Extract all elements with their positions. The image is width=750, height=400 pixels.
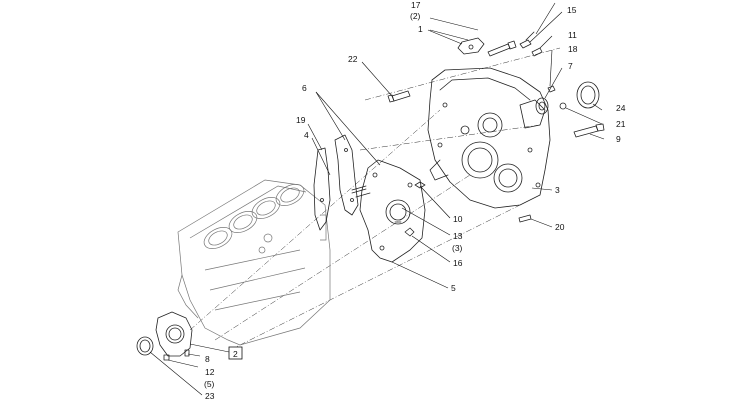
cover-plate	[457, 37, 485, 55]
callout-13-qty: (3)	[452, 243, 463, 253]
callout-box-2	[228, 346, 243, 360]
engine-block	[177, 179, 331, 346]
bolt-17	[487, 40, 517, 57]
bolt-15	[519, 31, 535, 49]
callout-6: 6	[302, 83, 307, 93]
bolts-8-12	[163, 349, 190, 361]
callout-4: 4	[304, 130, 309, 140]
callout-11: 11	[568, 30, 577, 40]
callout-12-qty: (5)	[204, 379, 215, 389]
seal-23	[136, 336, 154, 356]
callout-8: 8	[205, 354, 210, 364]
bolt-11	[531, 47, 543, 57]
callout-13: 13	[453, 231, 463, 241]
callout-9: 9	[616, 134, 621, 144]
callout-22: 22	[348, 54, 358, 64]
callout-labels: 17 (2) 15 1 11 18 22 7 24 21 9 6 19 4 3 …	[204, 0, 626, 400]
callout-7: 7	[568, 61, 573, 71]
rear-gear-housing	[427, 67, 551, 209]
bolt-9	[573, 123, 605, 138]
callout-18: 18	[568, 44, 578, 54]
callout-17-qty: (2)	[410, 11, 421, 21]
callout-24: 24	[616, 103, 626, 113]
bolt-20	[518, 214, 532, 223]
callout-15: 15	[567, 5, 577, 15]
callout-21: 21	[616, 119, 626, 129]
washer-21	[559, 102, 567, 110]
rear-plate	[359, 159, 426, 263]
callout-2: 2	[233, 349, 238, 359]
callout-19: 19	[296, 115, 306, 125]
callout-12: 12	[205, 367, 215, 377]
alignment-axes	[189, 47, 561, 351]
crankshaft-rear-seal	[576, 81, 600, 109]
callout-16: 16	[453, 258, 463, 268]
callout-20: 20	[555, 222, 565, 232]
callout-5: 5	[451, 283, 456, 293]
front-seal-housing	[155, 311, 193, 357]
gasket	[313, 134, 359, 231]
bolt-22	[387, 90, 411, 103]
seal-7	[535, 97, 549, 115]
gasket-bolts	[351, 181, 426, 237]
leader-lines	[149, 2, 605, 396]
callout-1: 1	[418, 24, 423, 34]
callout-23: 23	[205, 391, 215, 400]
callout-3: 3	[555, 185, 560, 195]
callout-10: 10	[453, 214, 463, 224]
callout-17: 17	[411, 0, 421, 10]
